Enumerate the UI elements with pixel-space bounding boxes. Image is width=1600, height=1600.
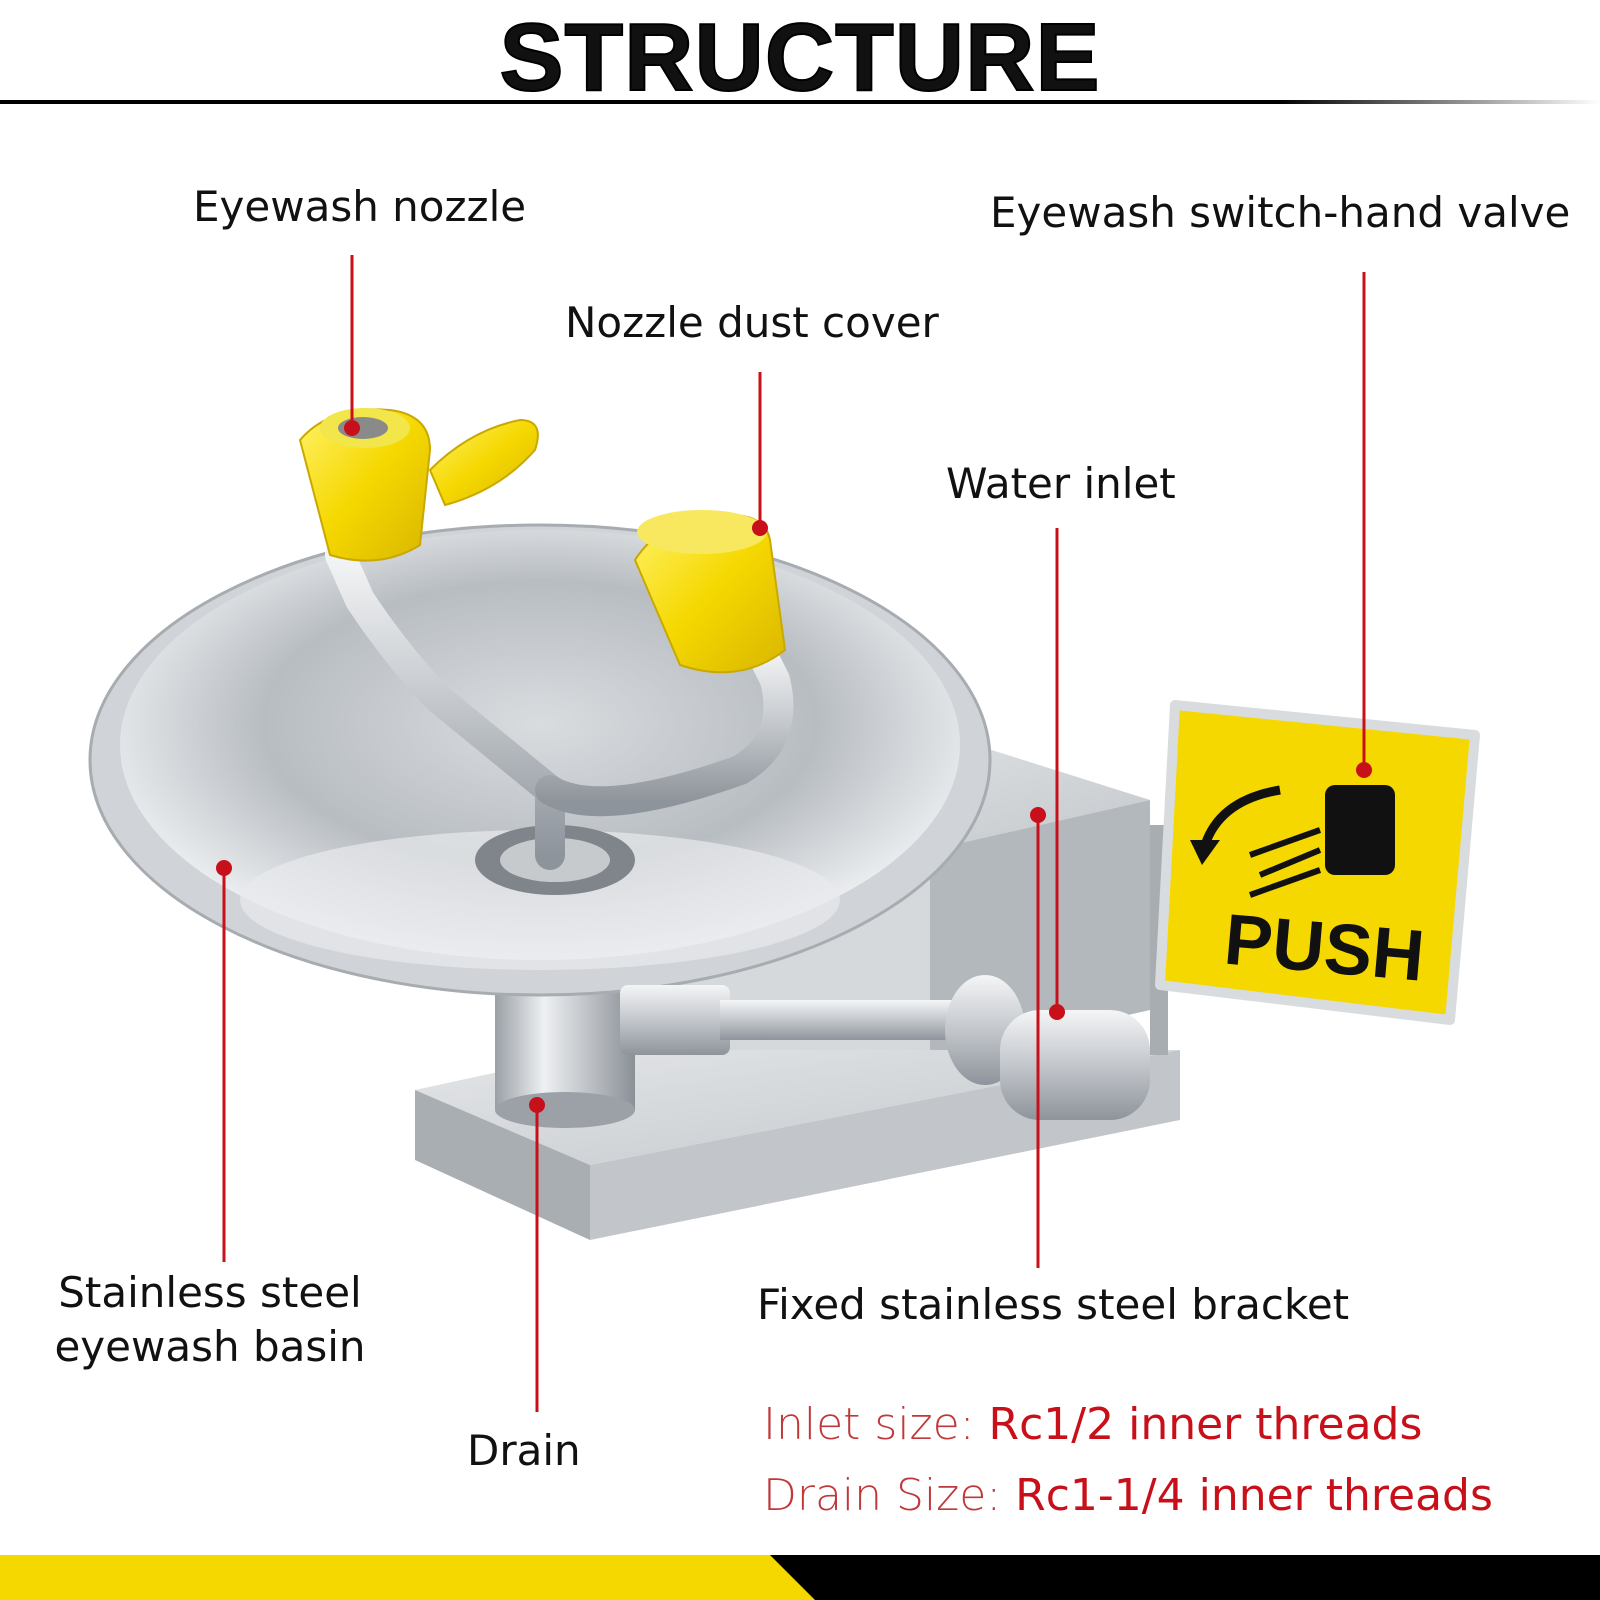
- label-basin-line2: eyewash basin: [54, 1322, 366, 1371]
- nozzle-arm: [325, 540, 794, 870]
- bottom-decorative-band: [0, 1555, 1600, 1600]
- spec-drain-value: Rc1-1/4 inner threads: [1015, 1470, 1493, 1521]
- push-sign: PUSH: [1150, 700, 1480, 1055]
- label-water-inlet: Water inlet: [946, 459, 1176, 508]
- spec-inlet-value: Rc1/2 inner threads: [988, 1399, 1423, 1450]
- push-text: PUSH: [1221, 900, 1427, 997]
- label-basin: Stainless steel eyewash basin: [40, 1266, 380, 1374]
- leader-lines: [222, 255, 1366, 1412]
- nozzle-dust-cover: [633, 510, 787, 674]
- label-switch-hand-valve: Eyewash switch-hand valve: [990, 188, 1571, 237]
- page-title: STRUCTURE: [499, 4, 1101, 111]
- label-basin-line1: Stainless steel: [58, 1268, 362, 1317]
- spec-inlet-key: Inlet size:: [763, 1399, 989, 1450]
- spec-drain-key: Drain Size:: [763, 1470, 1016, 1521]
- label-nozzle-dust-cover: Nozzle dust cover: [565, 298, 939, 347]
- spec-drain-size: Drain Size: Rc1-1/4 inner threads: [763, 1468, 1493, 1524]
- title-divider: [0, 100, 1600, 104]
- leader-dots: [216, 420, 1372, 1113]
- spec-inlet-size: Inlet size: Rc1/2 inner threads: [763, 1397, 1422, 1453]
- label-eyewash-nozzle: Eyewash nozzle: [193, 182, 527, 231]
- label-drain: Drain: [467, 1426, 581, 1475]
- label-fixed-bracket: Fixed stainless steel bracket: [757, 1280, 1350, 1329]
